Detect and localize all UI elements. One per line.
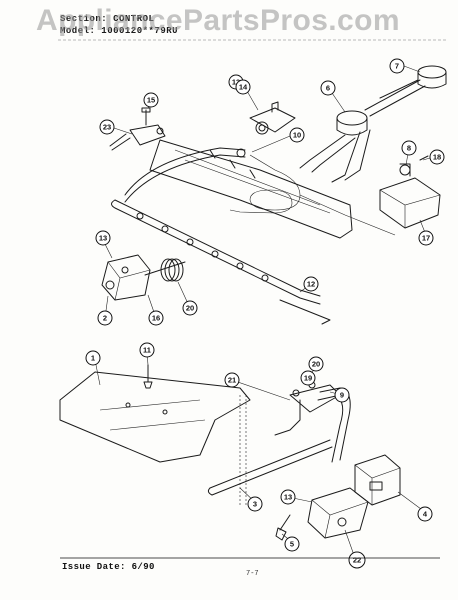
page-mark: 7-7: [246, 570, 259, 578]
svg-text:22: 22: [353, 556, 361, 565]
issue-date: Issue Date: 6/90: [62, 562, 155, 572]
lower-tube: [207, 439, 333, 496]
callout-4: 4: [417, 506, 433, 522]
svg-text:15: 15: [147, 96, 155, 105]
valve-bracket: [354, 454, 401, 506]
svg-text:18: 18: [433, 153, 441, 162]
callout-20-low: 20: [308, 356, 324, 372]
svg-text:1: 1: [91, 354, 95, 363]
svg-text:23: 23: [103, 123, 111, 132]
svg-text:20: 20: [312, 360, 320, 369]
svg-text:13: 13: [232, 78, 240, 87]
svg-text:16: 16: [152, 314, 160, 323]
manifold-pipe: [111, 199, 331, 325]
callout-20-mid: 20: [182, 300, 198, 316]
callout-6: 6: [320, 80, 336, 96]
svg-text:12: 12: [307, 280, 315, 289]
callout-18: 18: [429, 149, 445, 165]
svg-text:4: 4: [423, 510, 428, 519]
callout-1: 1: [85, 350, 101, 366]
svg-text:10: 10: [293, 131, 301, 140]
callout-5: 5: [284, 536, 300, 552]
callout-10: 10: [289, 127, 305, 143]
callout-16: 16: [148, 310, 164, 326]
svg-text:6: 6: [326, 84, 330, 93]
callout-15: 15: [143, 92, 159, 108]
svg-text:13: 13: [284, 493, 292, 502]
callout-19: 19: [300, 370, 316, 386]
svg-text:21: 21: [228, 376, 236, 385]
upper-valve: [109, 107, 166, 151]
oven-burner: [299, 79, 426, 183]
callout-17: 17: [418, 230, 434, 246]
bottom-valve: [275, 487, 369, 541]
section-label: Section: CONTROL: [60, 14, 155, 24]
svg-text:2: 2: [103, 314, 107, 323]
svg-text:11: 11: [143, 346, 151, 355]
callout-23: 23: [99, 119, 115, 135]
svg-text:14: 14: [239, 83, 248, 92]
svg-text:8: 8: [407, 144, 411, 153]
callout-14: 14: [235, 79, 251, 95]
manifold-frame: [149, 139, 353, 239]
svg-text:17: 17: [422, 234, 430, 243]
callout-2: 2: [97, 310, 113, 326]
callout-8: 8: [401, 140, 417, 156]
svg-text:9: 9: [340, 391, 344, 400]
gas-tube: [124, 147, 246, 203]
svg-text:19: 19: [304, 374, 312, 383]
burner-bracket: [379, 155, 441, 229]
callout-7: 7: [389, 58, 405, 74]
callout-22: 22: [348, 551, 366, 569]
callout-21: 21: [224, 372, 240, 388]
broil-burner: [379, 65, 447, 99]
shield-screw: [143, 364, 153, 389]
capillary-spring: [160, 258, 184, 282]
thermostat-bulb-holder: [249, 101, 296, 135]
heat-shield: [59, 371, 251, 463]
callout-3: 3: [247, 496, 263, 512]
callout-13-mid: 13: [95, 230, 111, 246]
svg-text:7: 7: [395, 62, 399, 71]
callout-13-low: 13: [280, 489, 296, 505]
svg-text:5: 5: [290, 540, 294, 549]
svg-text:3: 3: [253, 500, 257, 509]
svg-text:20: 20: [186, 304, 194, 313]
callout-12: 12: [303, 276, 319, 292]
svg-text:13: 13: [99, 234, 107, 243]
model-label: Model: 1000120**79RU: [60, 26, 179, 36]
callout-9: 9: [334, 387, 350, 403]
callout-11: 11: [139, 342, 155, 358]
capillary-coil: [229, 154, 396, 236]
